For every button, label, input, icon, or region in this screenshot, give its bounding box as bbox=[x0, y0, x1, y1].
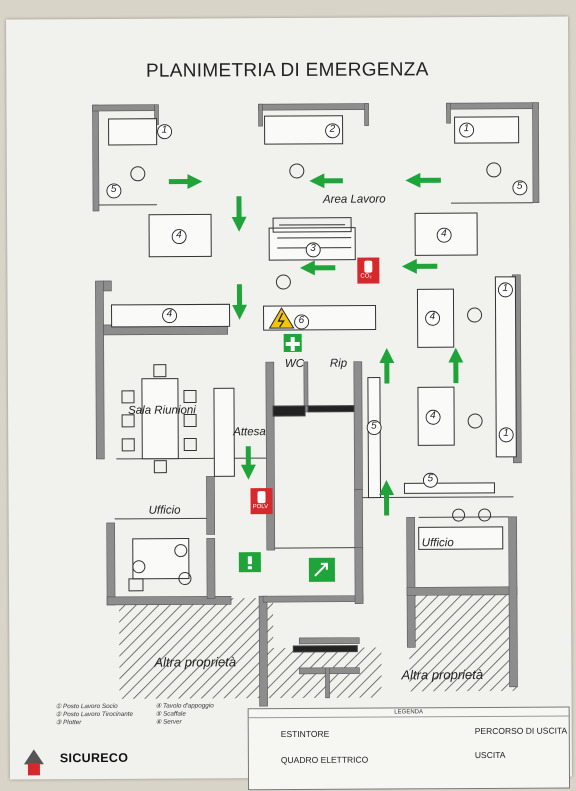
marker-4a: 4 bbox=[176, 230, 182, 241]
label-altra-left: Altra proprietà bbox=[154, 654, 236, 669]
label-altra-right: Altra proprietà bbox=[401, 667, 483, 682]
marker-5c: 5 bbox=[371, 421, 377, 432]
marker-1: 1 bbox=[162, 125, 168, 136]
sicureco-logo: SICURECO bbox=[60, 751, 128, 765]
legend-title: LEGENDA bbox=[249, 708, 569, 719]
marker-6: 6 bbox=[299, 315, 305, 326]
legend-uscita: USCITA bbox=[475, 750, 506, 760]
legend-box: LEGENDA ESTINTORE QUADRO ELETTRICO PERCO… bbox=[248, 707, 570, 791]
co2-label: CO₂ bbox=[360, 274, 371, 280]
keynote-6: ⑥ Server bbox=[156, 719, 182, 727]
other-property-left bbox=[119, 598, 274, 699]
keynote-1: ① Posto Lavoro Socio bbox=[56, 703, 118, 711]
keynote-4: ④ Tavolo d'appoggio bbox=[156, 702, 214, 710]
keynote-3: ③ Plotter bbox=[56, 719, 82, 727]
marker-4b: 4 bbox=[441, 228, 447, 239]
marker-4c: 4 bbox=[167, 309, 173, 320]
keynote-2: ② Posto Lavoro Tirocinante bbox=[56, 711, 133, 719]
polv-label: POLV bbox=[253, 504, 269, 510]
marker-1b: 1 bbox=[464, 123, 470, 134]
label-sala-riunioni: Sala Riunioni bbox=[128, 404, 196, 416]
page-title: PLANIMETRIA DI EMERGENZA bbox=[6, 59, 568, 84]
keynote-5: ⑤ Scaffale bbox=[156, 711, 186, 719]
marker-5b: 5 bbox=[517, 181, 523, 192]
legend-percorso: PERCORSO DI USCITA bbox=[475, 726, 567, 736]
label-area-lavoro: Area Lavoro bbox=[323, 193, 386, 205]
marker-3: 3 bbox=[310, 243, 316, 254]
label-ufficio-right: Ufficio bbox=[422, 537, 454, 549]
marker-1c: 1 bbox=[502, 283, 508, 294]
emergency-plan-sheet: PLANIMETRIA DI EMERGENZA Area Lavoro WC … bbox=[6, 17, 572, 780]
marker-2: 2 bbox=[330, 124, 336, 135]
legend-estintore: ESTINTORE bbox=[281, 729, 330, 739]
label-ufficio-left: Ufficio bbox=[149, 505, 181, 517]
label-rip: Rip bbox=[330, 358, 347, 370]
marker-4e: 4 bbox=[430, 410, 436, 421]
marker-5d: 5 bbox=[427, 473, 433, 484]
label-attesa: Attesa bbox=[233, 426, 266, 438]
marker-5a: 5 bbox=[111, 184, 117, 195]
marker-4d: 4 bbox=[430, 311, 436, 322]
label-wc: WC bbox=[285, 358, 304, 370]
floor-plan bbox=[6, 17, 572, 780]
legend-quadro: QUADRO ELETTRICO bbox=[281, 755, 368, 765]
logo-emblem bbox=[24, 749, 44, 775]
marker-1d: 1 bbox=[503, 428, 509, 439]
